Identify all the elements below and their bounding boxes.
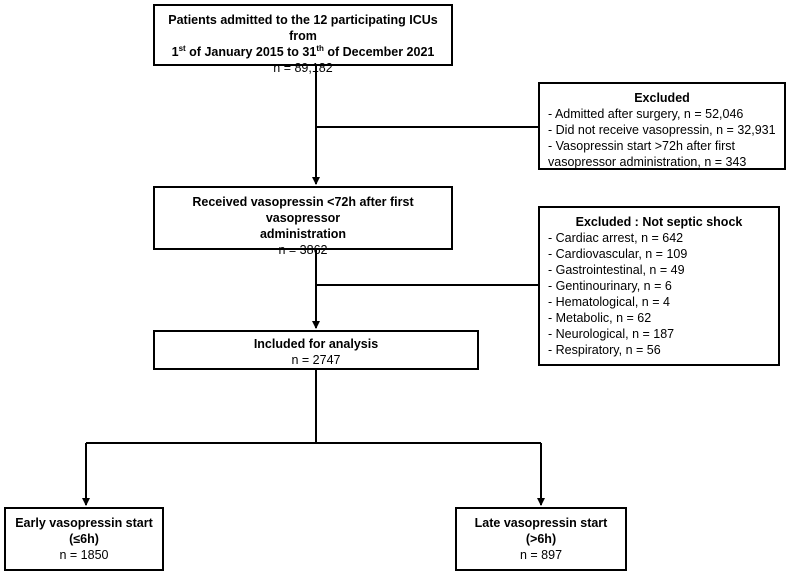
early-count: n = 1850 [59,548,109,562]
excluded-box-2: Excluded : Not septic shock - Cardiac ar… [538,206,780,366]
received-vasopressin-box: Received vasopressin <72h after first va… [153,186,453,257]
excluded-1-title: Excluded [634,91,690,105]
excluded-2-item: - Hematological, n = 4 [548,295,670,309]
early-vasopressin-box: Early vasopressin start (≤6h) n = 1850 [4,507,164,571]
late-title-line1: Late vasopressin start [474,516,608,530]
excluded-2-item: - Gentinourinary, n = 6 [548,279,672,293]
excluded-2-list: - Cardiac arrest, n = 642 - Cardiovascul… [548,230,770,358]
excluded-2-item: - Metabolic, n = 62 [548,311,652,325]
late-vasopressin-box: Late vasopressin start (>6h) n = 897 [455,507,627,571]
excluded-2-title: Excluded : Not septic shock [575,215,743,229]
excluded-1-list: - Admitted after surgery, n = 52,046 - D… [548,106,776,170]
excluded-1-item: - Admitted after surgery, n = 52,046 [548,107,744,121]
patients-title-line2: 1st of January 2015 to 31th of December … [171,43,435,59]
excluded-1-item: - Vasopressin start >72h after first [548,139,735,153]
received-count: n = 3862 [278,243,328,257]
included-count: n = 2747 [291,353,341,367]
excluded-box-1: Excluded - Admitted after surgery, n = 5… [538,82,786,170]
patients-admitted-box: Patients admitted to the 12 participatin… [153,4,453,75]
received-title-line1: Received vasopressin <72h after first va… [192,195,414,225]
included-title: Included for analysis [253,337,379,351]
early-title-line1: Early vasopressin start [15,516,153,530]
early-title-line2: (≤6h) [69,532,99,546]
excluded-2-item: - Respiratory, n = 56 [548,343,661,357]
excluded-1-item: - Did not receive vasopressin, n = 32,93… [548,123,776,137]
included-analysis-box: Included for analysis n = 2747 [153,330,479,370]
patients-count: n = 89,182 [273,61,333,75]
excluded-2-item: - Neurological, n = 187 [548,327,675,341]
excluded-2-item: - Cardiac arrest, n = 642 [548,231,684,245]
excluded-2-item: - Cardiovascular, n = 109 [548,247,688,261]
excluded-1-item: vasopressor administration, n = 343 [548,155,747,169]
late-count: n = 897 [519,548,563,562]
patients-title-line1: Patients admitted to the 12 participatin… [168,13,438,43]
late-title-line2: (>6h) [525,532,557,546]
excluded-2-item: - Gastrointestinal, n = 49 [548,263,685,277]
received-title-line2: administration [259,227,347,241]
